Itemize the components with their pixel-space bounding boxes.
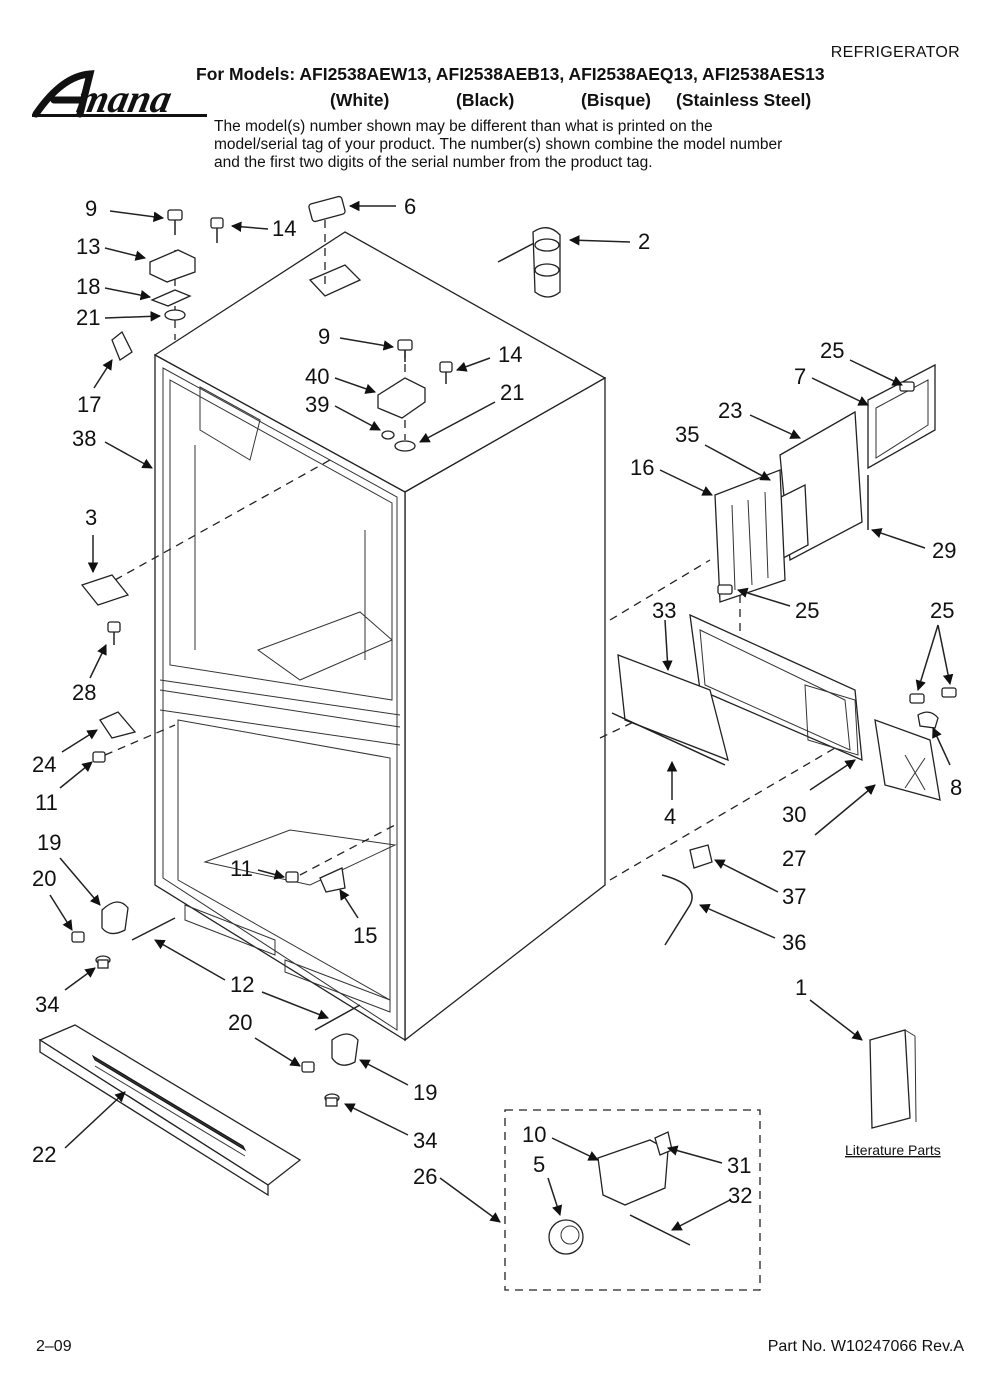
callout-30: 30: [782, 802, 806, 827]
toe-grille: [38, 1024, 302, 1197]
callout-12: 12: [230, 972, 254, 997]
callout-5: 5: [533, 1152, 545, 1177]
color-white: (White): [330, 90, 390, 110]
callout-23: 23: [718, 398, 742, 423]
callout-24: 24: [32, 752, 56, 777]
callout-3: 3: [85, 505, 97, 530]
callout-35: 35: [675, 422, 699, 447]
callout-11: 11: [230, 856, 253, 881]
callout-20: 20: [228, 1010, 252, 1035]
callout-26: 26: [413, 1164, 437, 1189]
callout-25: 25: [820, 338, 844, 363]
callout-19: 19: [37, 830, 61, 855]
callout-29: 29: [932, 538, 956, 563]
callout-32: 32: [728, 1183, 752, 1208]
callout-40: 40: [305, 364, 329, 389]
control-housing-assembly: [714, 363, 957, 704]
callout-17: 17: [77, 392, 101, 417]
callout-38: 38: [72, 426, 96, 451]
callout-21: 21: [500, 380, 524, 405]
callout-13: 13: [76, 234, 100, 259]
category-label: REFRIGERATOR: [830, 44, 960, 61]
callout-18: 18: [76, 274, 100, 299]
callout-7: 7: [794, 364, 806, 389]
footer-part-number: Part No. W10247066 Rev.A: [767, 1338, 964, 1355]
callout-14: 14: [272, 216, 296, 241]
callout-1: 1: [795, 975, 807, 1000]
callout-25: 25: [930, 598, 954, 623]
callout-9: 9: [85, 196, 97, 221]
small-hardware-parts: [71, 195, 561, 1107]
refrigerator-cabinet: [153, 231, 607, 1042]
color-bisque: (Bisque): [581, 90, 651, 110]
callout-numbers: 9 14 6 2 13 18 21 17 9 14 40 39 21 38 25…: [32, 194, 962, 1208]
callout-37: 37: [782, 884, 806, 909]
footer-date: 2–09: [36, 1338, 72, 1355]
models-line: For Models: AFI2538AEW13, AFI2538AEB13, …: [196, 64, 825, 84]
callout-19: 19: [413, 1080, 437, 1105]
literature-parts-label: Literature Parts: [845, 1142, 941, 1158]
callout-39: 39: [305, 392, 329, 417]
callout-20: 20: [32, 866, 56, 891]
callout-36: 36: [782, 930, 806, 955]
callout-27: 27: [782, 846, 806, 871]
callout-16: 16: [630, 455, 654, 480]
literature-parts: [869, 1029, 917, 1129]
leader-arrows: [49, 200, 954, 1231]
callout-8: 8: [950, 775, 962, 800]
callout-31: 31: [727, 1153, 751, 1178]
rear-panel-assembly: [611, 613, 941, 801]
callout-33: 33: [652, 598, 676, 623]
callout-34: 34: [35, 992, 59, 1017]
callout-25: 25: [795, 598, 819, 623]
callout-10: 10: [522, 1122, 546, 1147]
amana-logo: mana: [32, 70, 207, 120]
color-stainless: (Stainless Steel): [676, 90, 812, 110]
callout-34: 34: [413, 1128, 437, 1153]
callout-28: 28: [72, 680, 96, 705]
model-notice: The model(s) number shown may be differe…: [214, 118, 783, 171]
callout-22: 22: [32, 1142, 56, 1167]
callout-11: 11: [35, 790, 58, 815]
callout-15: 15: [353, 923, 377, 948]
color-black: (Black): [456, 90, 515, 110]
svg-text:mana: mana: [73, 76, 176, 120]
callout-9: 9: [318, 324, 330, 349]
callout-14: 14: [498, 342, 522, 367]
callout-4: 4: [664, 804, 676, 829]
callout-6: 6: [404, 194, 416, 219]
ice-bin-kit-box: [504, 1109, 761, 1291]
callout-21: 21: [76, 305, 100, 330]
color-variants: (White) (Black) (Bisque) (Stainless Stee…: [196, 90, 816, 112]
callout-2: 2: [638, 229, 650, 254]
drain-parts: [661, 844, 713, 946]
